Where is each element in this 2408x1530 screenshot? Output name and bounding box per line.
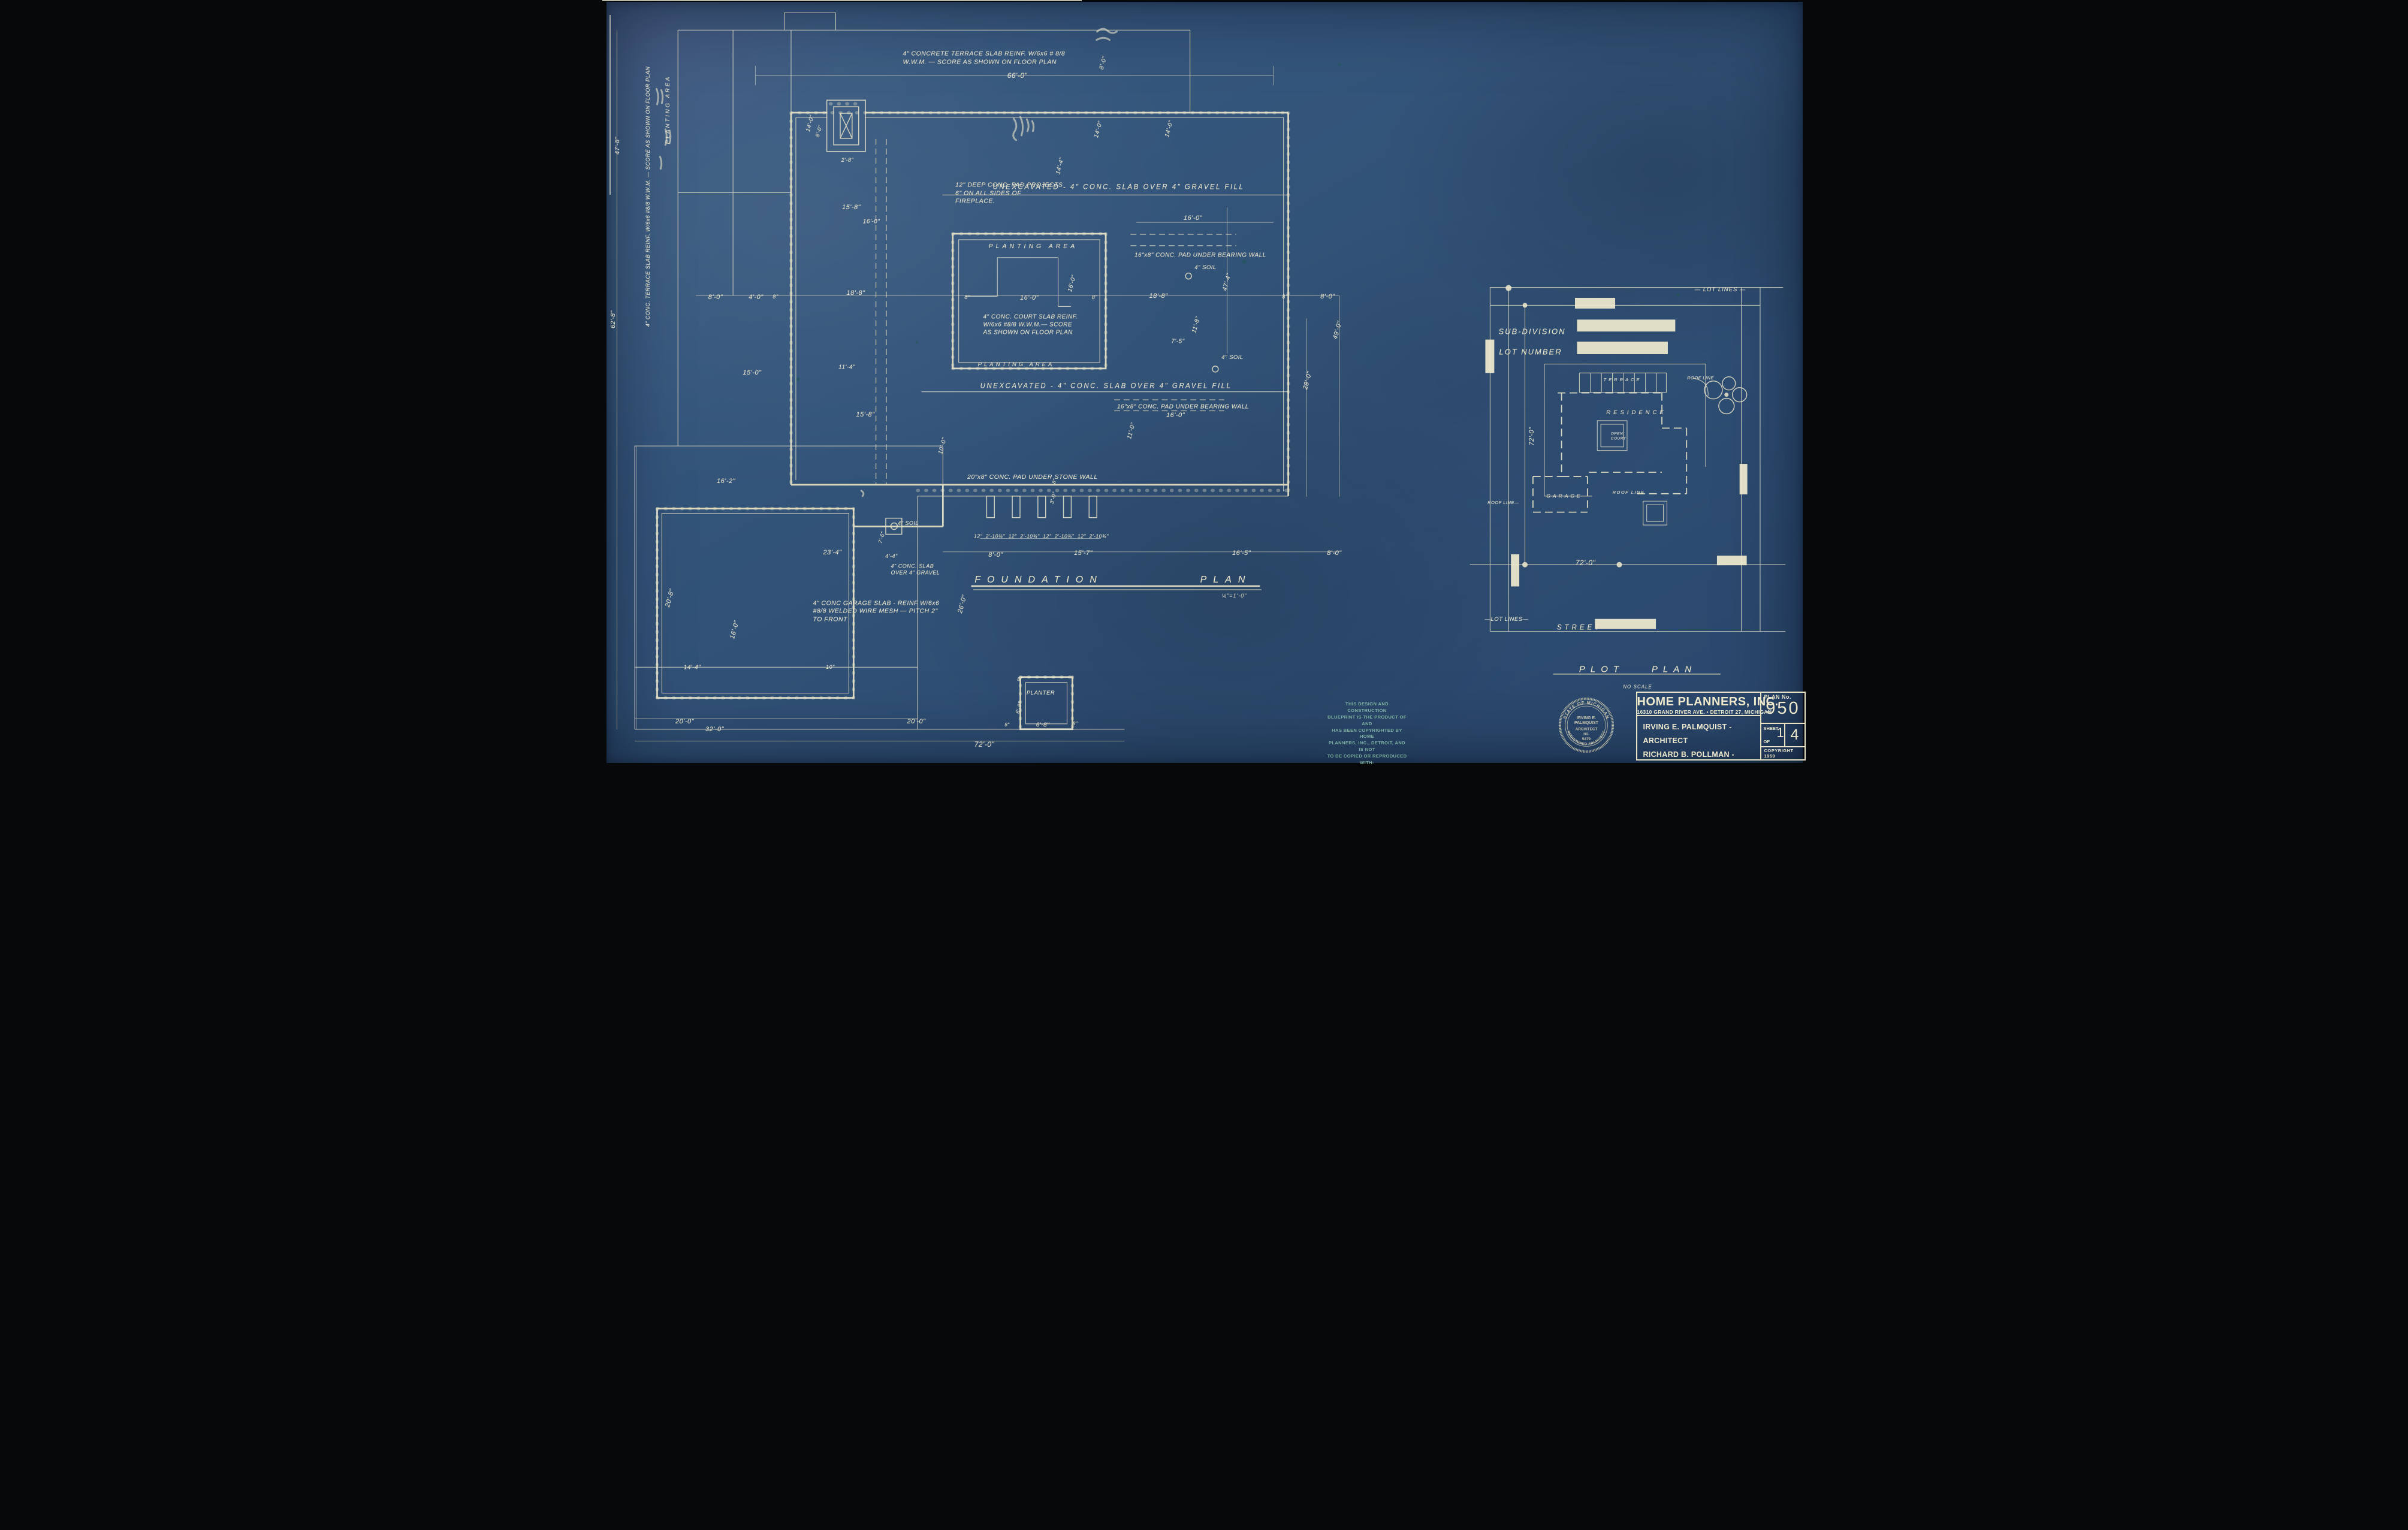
sheet-number: 1 xyxy=(1776,725,1784,740)
copyright-note-line: TO BE COPIED OR REPRODUCED WITH- xyxy=(1327,753,1407,765)
svg-text:PALMQUIST: PALMQUIST xyxy=(1574,721,1599,725)
terrace-score-lines xyxy=(634,12,1289,730)
svg-text:IRVING E.: IRVING E. xyxy=(1577,716,1596,720)
blueprint-linework xyxy=(616,12,1785,742)
plan-number-cell: PLAN No. 950 xyxy=(1761,693,1805,724)
whiteout-patch xyxy=(1484,297,1748,629)
plot-residence-dashed xyxy=(1532,392,1687,513)
svg-text:ARCHITECT: ARCHITECT xyxy=(1575,727,1597,731)
dimension-lines xyxy=(616,30,1339,742)
svg-text:5479: 5479 xyxy=(1582,737,1591,741)
title-block: HOME PLANNERS, INC. 16310 GRAND RIVER AV… xyxy=(1635,692,1806,765)
plot-plan-title-2: PLAN xyxy=(1651,664,1697,675)
pink-pencil-marks xyxy=(655,28,1118,497)
plot-plan-scale: NO SCALE xyxy=(1623,684,1652,690)
architect-seal: STATE OF MICHIGAN REGISTERED ARCHITECT I… xyxy=(1558,697,1614,753)
dimension-dots xyxy=(1505,285,1622,568)
sheet-number-cell: SHEET 1 OF 4 xyxy=(1761,724,1805,747)
architect-credit: IRVING E. PALMQUIST - ARCHITECT xyxy=(1643,723,1732,746)
photographed-blueprint: 4" CONCRETE TERRACE SLAB REINF. W/6x6 # … xyxy=(602,0,1806,765)
title-block-left: HOME PLANNERS, INC. 16310 GRAND RIVER AV… xyxy=(1637,693,1779,765)
title-block-right: PLAN No. 950 SHEET 1 OF 4 COPYRIGHT 1959 xyxy=(1761,693,1805,759)
fireplace-and-piers xyxy=(826,99,1721,675)
soil-pipe-symbols xyxy=(890,272,1219,530)
wall-stipple xyxy=(655,102,1290,731)
designer-credit: RICHARD B. POLLMAN - DESIGNER xyxy=(1643,750,1735,765)
plan-number-label: PLAN No. xyxy=(1764,694,1791,700)
plan-number-value: 950 xyxy=(1766,699,1800,718)
plot-plan-title: PLOT xyxy=(1579,664,1625,675)
sheet-total: 4 xyxy=(1790,726,1799,743)
plot-plan-lines xyxy=(1469,287,1785,632)
company-cell: HOME PLANNERS, INC. 16310 GRAND RIVER AV… xyxy=(1637,693,1779,716)
foundation-plan-title: FOUNDATION xyxy=(974,575,1103,585)
sheet-divider xyxy=(1784,724,1785,746)
paper-edge-top xyxy=(602,0,1082,1)
copyright-cell: COPYRIGHT 1959 xyxy=(1764,748,1794,759)
svg-text:NO.: NO. xyxy=(1583,733,1589,737)
sheet-label: SHEET xyxy=(1763,726,1779,731)
inner-wall-lines xyxy=(661,117,1289,725)
sheet-of-label: OF xyxy=(1763,739,1770,744)
foundation-plan-title-2: PLAN xyxy=(1200,575,1252,585)
paper-edge-left xyxy=(609,15,611,195)
company-address: 16310 GRAND RIVER AVE. • DETROIT 27, MIC… xyxy=(1637,709,1772,715)
foundation-plan-scale: ¼"=1'-0" xyxy=(1221,593,1247,599)
copyright-note-line: HAS BEEN COPYRIGHTED BY HOME xyxy=(1332,727,1402,740)
copyright-note-line: THIS DESIGN AND CONSTRUCTION xyxy=(1345,701,1389,713)
tree-symbol xyxy=(1703,376,1747,415)
foundation-walls xyxy=(656,111,1289,731)
stain-spots xyxy=(795,62,1680,381)
credits-cell: IRVING E. PALMQUIST - ARCHITECT RICHARD … xyxy=(1637,716,1760,765)
copyright-note-line: PLANNERS, INC., DETROIT, AND IS NOT xyxy=(1328,740,1405,753)
copyright-note: THIS DESIGN AND CONSTRUCTION BLUEPRINT I… xyxy=(1327,701,1408,765)
blueprint-sheet: 4" CONCRETE TERRACE SLAB REINF. W/6x6 # … xyxy=(606,2,1806,765)
bearing-pad-dashed-lines xyxy=(875,138,1236,484)
company-name: HOME PLANNERS, INC. xyxy=(1637,695,1779,708)
copyright-note-line: BLUEPRINT IS THE PRODUCT OF AND xyxy=(1327,714,1407,726)
